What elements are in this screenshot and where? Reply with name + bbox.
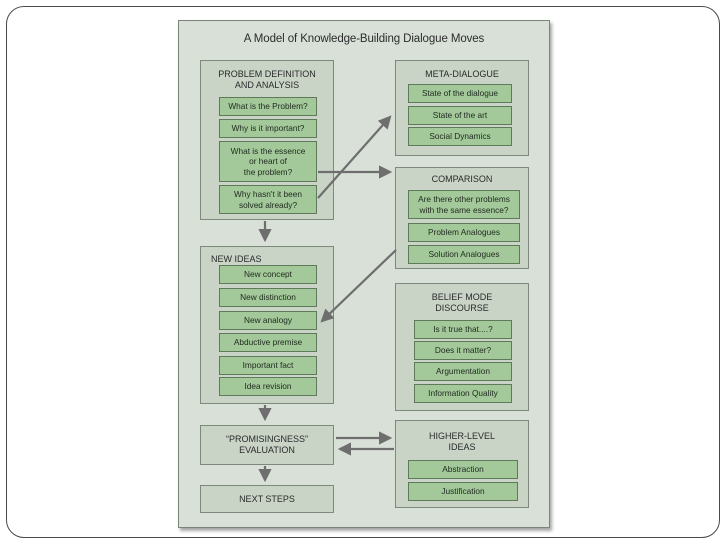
- item-essence: What is the essence or heart of the prob…: [219, 141, 317, 182]
- item-idea-revision: Idea revision: [219, 377, 317, 396]
- item-abstraction: Abstraction: [408, 460, 518, 479]
- item-argumentation: Argumentation: [414, 362, 512, 381]
- panel-title: NEW IDEAS: [211, 254, 262, 264]
- item-is-it-true: Is it true that....?: [414, 320, 512, 339]
- panel-title: META-DIALOGUE: [425, 69, 499, 79]
- panel-title: HIGHER-LEVEL IDEAS: [428, 431, 496, 452]
- item-justification: Justification: [408, 482, 518, 501]
- panel-title: BELIEF MODE DISCOURSE: [431, 292, 493, 313]
- item-why-important: Why is it important?: [219, 119, 317, 138]
- item-state-art: State of the art: [408, 106, 512, 125]
- item-why-not-solved: Why hasn't it been solved already?: [219, 185, 317, 214]
- item-does-it-matter: Does it matter?: [414, 341, 512, 360]
- panel-title: COMPARISON: [431, 174, 493, 184]
- box-promisingness-evaluation: “PROMISINGNESS” EVALUATION: [200, 425, 334, 465]
- item-state-dialogue: State of the dialogue: [408, 84, 512, 103]
- item-new-distinction: New distinction: [219, 288, 317, 307]
- item-important-fact: Important fact: [219, 356, 317, 375]
- diagram-title: A Model of Knowledge-Building Dialogue M…: [243, 33, 485, 45]
- item-new-analogy: New analogy: [219, 311, 317, 330]
- item-abductive-premise: Abductive premise: [219, 333, 317, 352]
- panel-title: PROBLEM DEFINITION AND ANALYSIS: [218, 69, 316, 90]
- item-social-dynamics: Social Dynamics: [408, 127, 512, 146]
- item-information-quality: Information Quality: [414, 384, 512, 403]
- item-what-is-problem: What is the Problem?: [219, 97, 317, 116]
- item-other-problems: Are there other problems with the same e…: [408, 190, 520, 219]
- item-new-concept: New concept: [219, 265, 317, 284]
- box-next-steps: NEXT STEPS: [200, 485, 334, 513]
- item-problem-analogues: Problem Analogues: [408, 223, 520, 242]
- item-solution-analogues: Solution Analogues: [408, 245, 520, 264]
